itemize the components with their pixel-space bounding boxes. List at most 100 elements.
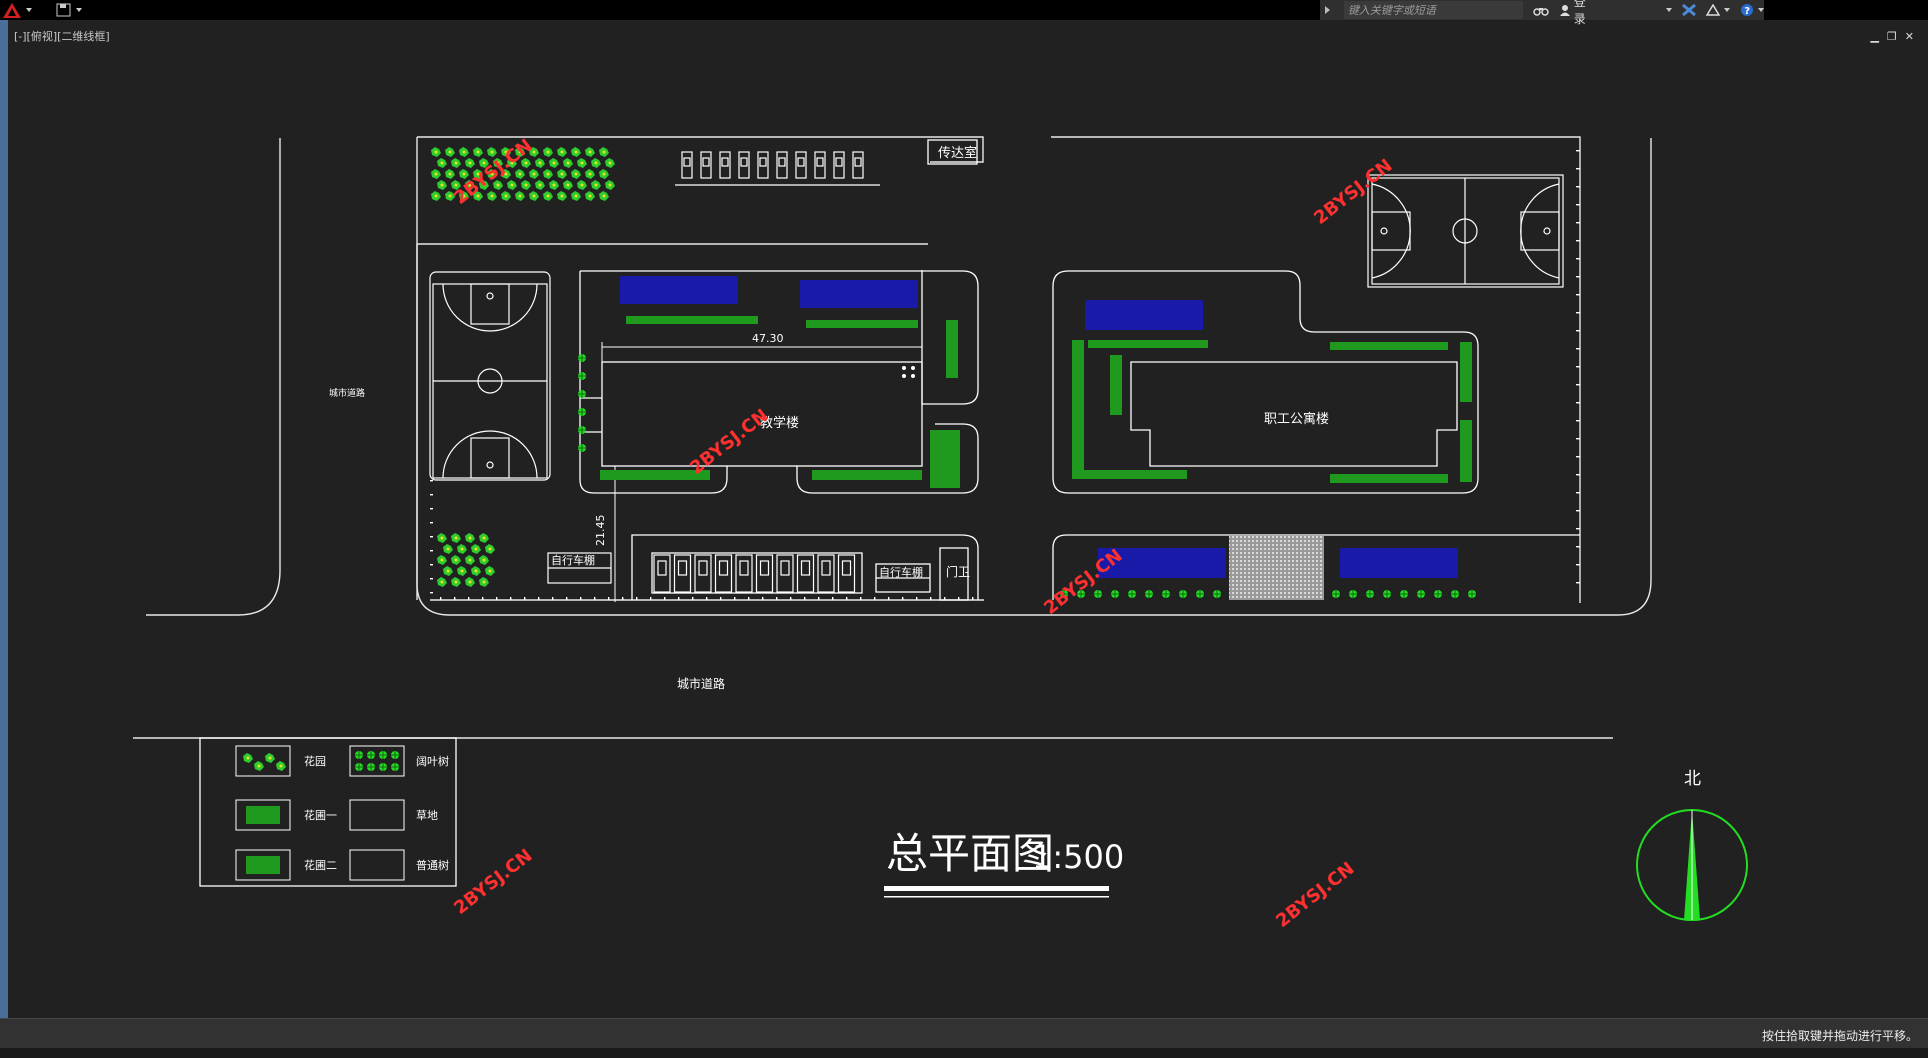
boundary-tick bbox=[538, 597, 540, 600]
shrub bbox=[585, 191, 595, 201]
shrub bbox=[549, 180, 559, 190]
chevron-down-icon bbox=[76, 8, 82, 12]
boundary-tick bbox=[454, 597, 456, 600]
connect-button[interactable] bbox=[1706, 4, 1730, 16]
parking-space bbox=[673, 554, 692, 593]
tree bbox=[577, 389, 587, 399]
left-basketball-court bbox=[429, 271, 551, 481]
exchange-apps-button[interactable] bbox=[1682, 4, 1696, 16]
shrub bbox=[599, 147, 609, 157]
shrub bbox=[437, 577, 447, 587]
boundary-tick bbox=[552, 597, 554, 600]
shrub bbox=[549, 158, 559, 168]
binoculars-icon bbox=[1532, 8, 1549, 16]
drawing-canvas[interactable]: 传达室 城市道路 教学楼 47.30 21.45 bbox=[8, 20, 1928, 1020]
boundary-tick bbox=[748, 597, 750, 600]
south-flower-bed-1 bbox=[1098, 548, 1226, 578]
quick-access-save-button[interactable] bbox=[56, 1, 92, 19]
title-underline-thin bbox=[884, 896, 1109, 898]
boundary-tick bbox=[1576, 204, 1580, 206]
shrub bbox=[471, 566, 481, 576]
upper-parking-spaces bbox=[675, 151, 880, 186]
chevron-down-icon bbox=[1724, 8, 1730, 12]
boundary-tick bbox=[706, 597, 708, 600]
boundary-tick bbox=[440, 597, 442, 600]
title-bar: 登录 ? bbox=[0, 0, 1928, 26]
dorm-flower-beds bbox=[1072, 300, 1472, 483]
marker-dot bbox=[902, 374, 906, 378]
close-icon[interactable]: ✕ bbox=[1904, 30, 1914, 43]
expand-arrow-icon[interactable] bbox=[1324, 5, 1332, 15]
boundary-tick bbox=[580, 597, 582, 600]
guard-room-label: 传达室 bbox=[938, 145, 977, 161]
boundary-tick bbox=[958, 597, 960, 600]
shrub bbox=[571, 169, 581, 179]
shrub bbox=[571, 147, 581, 157]
login-button[interactable]: 登录 bbox=[1559, 0, 1672, 27]
boundary-tick bbox=[468, 597, 470, 600]
boundary-tick bbox=[430, 494, 433, 496]
boundary-tick bbox=[566, 597, 568, 600]
dorm-building-label: 职工公寓楼 bbox=[1264, 411, 1329, 427]
shrub bbox=[605, 180, 615, 190]
help-icon: ? bbox=[1741, 4, 1753, 17]
save-icon bbox=[56, 3, 71, 17]
boundary-tick bbox=[1576, 546, 1580, 548]
legend-label-grass: 草地 bbox=[416, 809, 438, 822]
tree bbox=[378, 750, 388, 760]
boundary-tick bbox=[430, 536, 433, 538]
boundary-tick bbox=[1576, 240, 1580, 242]
tree bbox=[1416, 589, 1426, 599]
shrub bbox=[501, 191, 511, 201]
tree bbox=[1348, 589, 1358, 599]
shrub bbox=[443, 544, 453, 554]
boundary-tick bbox=[1576, 258, 1580, 260]
watermark-text: 2BYSJ.CN bbox=[686, 405, 772, 479]
shrub bbox=[437, 555, 447, 565]
boundary-tick bbox=[1576, 420, 1580, 422]
autocad-logo-icon bbox=[3, 3, 21, 18]
boundary-tick bbox=[916, 597, 918, 600]
chevron-down-icon bbox=[26, 8, 32, 12]
boundary-tick bbox=[650, 597, 652, 600]
tree bbox=[354, 762, 364, 772]
tree bbox=[577, 443, 587, 453]
shrub bbox=[451, 555, 461, 565]
boundary-tick bbox=[482, 597, 484, 600]
minimize-icon[interactable]: ▁ bbox=[1870, 30, 1879, 43]
boundary-tick bbox=[1576, 402, 1580, 404]
boundary-tick bbox=[1576, 564, 1580, 566]
shrub bbox=[445, 169, 455, 179]
shrub bbox=[557, 147, 567, 157]
boundary-tick bbox=[818, 597, 820, 600]
shrub bbox=[437, 533, 447, 543]
parking-space bbox=[814, 151, 826, 179]
restore-icon[interactable]: ❐ bbox=[1886, 30, 1897, 43]
shrub bbox=[465, 533, 475, 543]
tree bbox=[390, 762, 400, 772]
shrub bbox=[465, 158, 475, 168]
boundary-tick bbox=[1576, 294, 1580, 296]
legend-label-common-tree: 普通树 bbox=[416, 858, 449, 872]
boundary-tick bbox=[1576, 510, 1580, 512]
shrub bbox=[459, 169, 469, 179]
shrub bbox=[543, 169, 553, 179]
binoculars-search-button[interactable] bbox=[1532, 4, 1549, 16]
viewport-controls-label[interactable]: [-][俯视][二维线框] bbox=[14, 30, 110, 43]
boundary-tick bbox=[930, 597, 932, 600]
shrub bbox=[431, 147, 441, 157]
north-arrow-icon bbox=[1636, 809, 1748, 921]
south-flower-bed-2 bbox=[1340, 548, 1458, 578]
shrub bbox=[431, 169, 441, 179]
legend-label-flowerbed-1: 花圃一 bbox=[304, 809, 337, 822]
shrub bbox=[543, 147, 553, 157]
shrub bbox=[535, 180, 545, 190]
login-label: 登录 bbox=[1573, 0, 1586, 26]
shrub bbox=[457, 566, 467, 576]
boundary-tick bbox=[1576, 150, 1580, 152]
application-menu-button[interactable] bbox=[2, 1, 46, 19]
search-input[interactable] bbox=[1343, 1, 1523, 19]
shrub bbox=[465, 577, 475, 587]
help-button[interactable]: ? bbox=[1740, 3, 1764, 17]
title-underline-thick bbox=[884, 886, 1109, 891]
